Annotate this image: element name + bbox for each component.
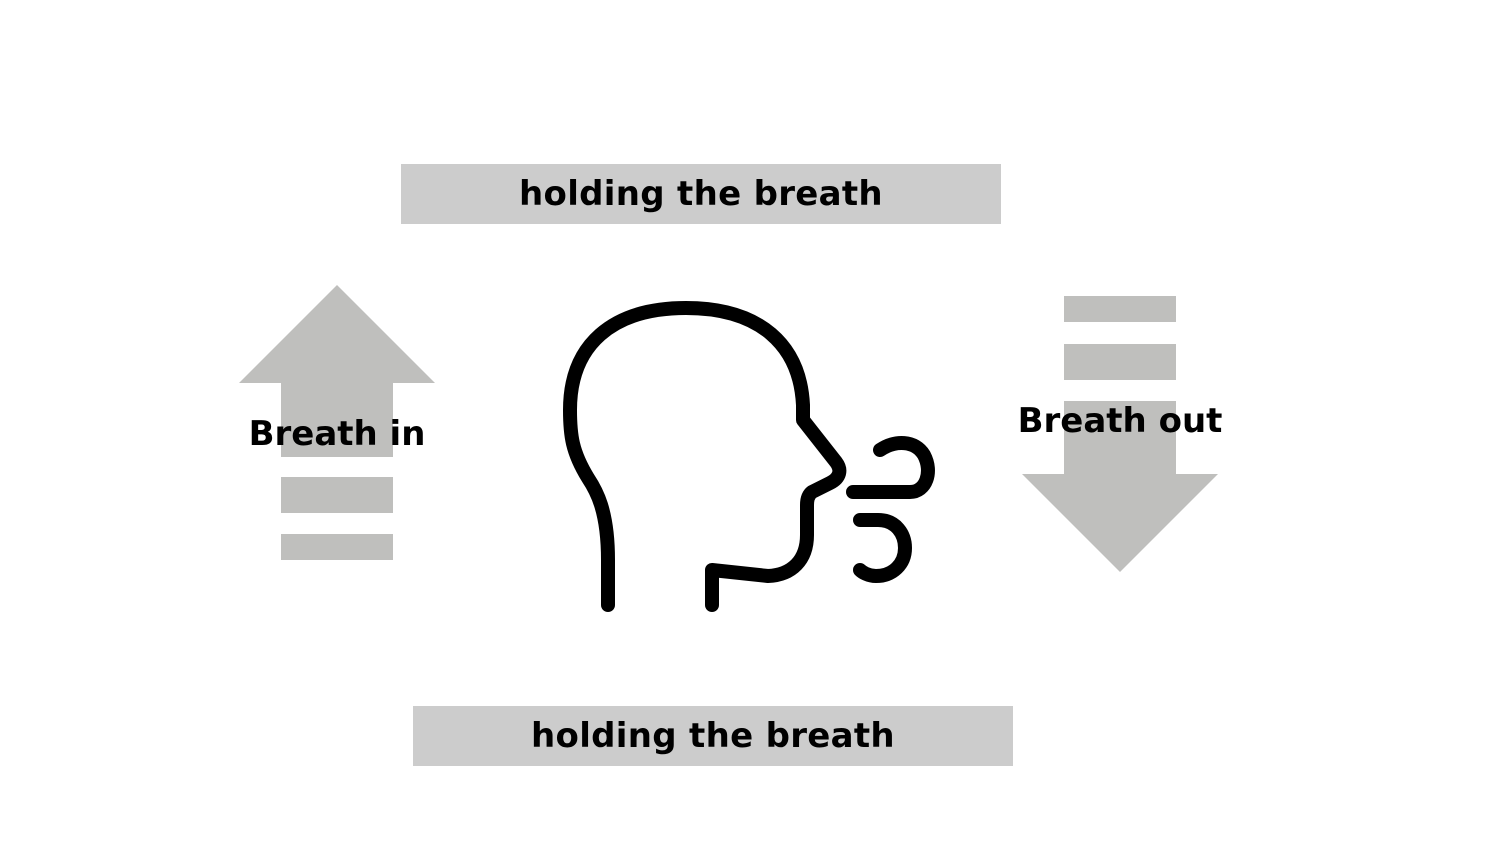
- breath-puff-upper: [846, 436, 935, 499]
- arrow-up-stripe-2: [281, 534, 393, 560]
- arrow-up-head: [239, 285, 435, 457]
- phase-bar-bottom-hold: holding the breath: [413, 706, 1013, 766]
- inhale-label: Breath in: [248, 414, 426, 454]
- head-profile-outline: [563, 301, 847, 612]
- phase-bar-top-hold: holding the breath: [401, 164, 1001, 224]
- arrow-down-stripe-1: [1064, 296, 1176, 322]
- phase-label-top-hold: holding the breath: [519, 174, 883, 214]
- exhale-label: Breath out: [1017, 401, 1223, 441]
- breath-puff-lower: [853, 513, 912, 583]
- arrow-down-stripe-2: [1064, 344, 1176, 380]
- phase-label-bottom-hold: holding the breath: [531, 716, 895, 756]
- arrow-down-head: [1022, 401, 1218, 572]
- arrow-up-stripe-1: [281, 477, 393, 513]
- arrow-down-icon: [1022, 296, 1218, 572]
- head-exhaling-icon: [563, 301, 935, 612]
- arrow-up-icon: [239, 285, 435, 560]
